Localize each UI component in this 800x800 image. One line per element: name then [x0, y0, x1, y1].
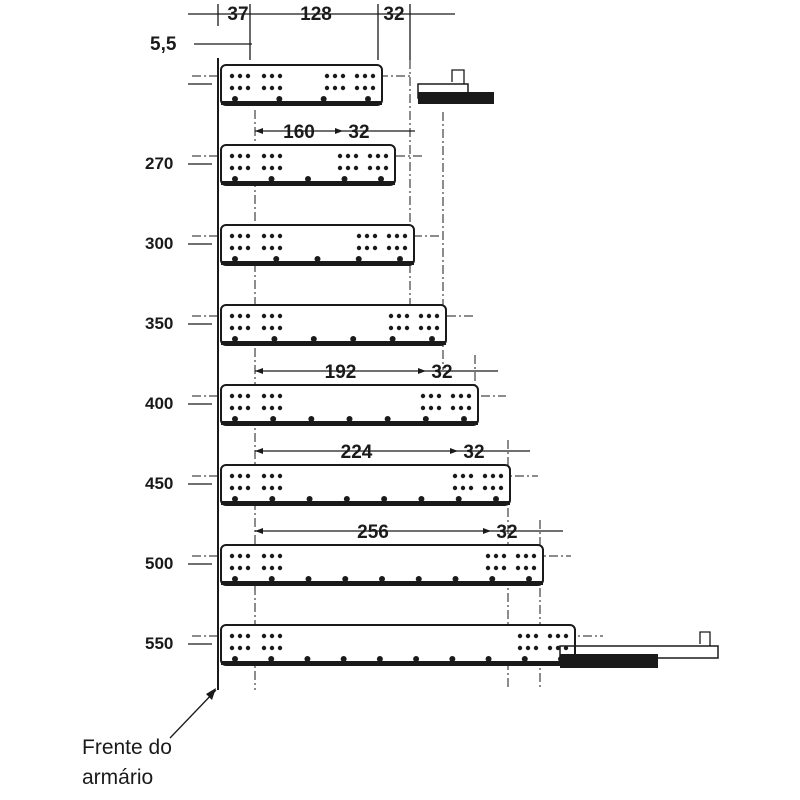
dimension-label-first: 37: [227, 4, 248, 25]
slide-row: 450 224 32: [145, 442, 538, 506]
slide-row: 350: [145, 304, 474, 346]
caption-line-1: Frente do: [82, 736, 172, 759]
slide-row: 270 160 32: [145, 122, 423, 186]
spacing-dimension-label: 224: [341, 442, 373, 463]
caption-line-2: armário: [82, 766, 153, 789]
top-dimension-chain: 37 128 32 5,5: [150, 4, 455, 60]
pitch-dimension-label: 32: [431, 362, 452, 383]
slide-rail: [220, 64, 383, 106]
row-length-label: 550: [145, 634, 173, 653]
slide-row: 300: [145, 224, 442, 266]
row-length-label: 450: [145, 474, 173, 493]
row-length-label: 300: [145, 234, 173, 253]
slide-row: 400 192 32: [145, 362, 506, 426]
slide-row: [188, 64, 410, 106]
pitch-dimension-label: 32: [496, 522, 517, 543]
row-length-label: 350: [145, 314, 173, 333]
front-leader-arrow: [169, 688, 217, 739]
row-length-label: 400: [145, 394, 173, 413]
slide-rows: 270 160 32 300 350 400 192 32 450 224 32 500 256 32 55…: [145, 64, 603, 666]
slide-row: 550: [145, 624, 603, 666]
slide-rail: [220, 464, 511, 506]
pitch-dimension-label: 32: [348, 122, 369, 143]
slide-row: 500 256 32: [145, 522, 571, 586]
slide-extension-top: [417, 69, 494, 104]
dimension-label-pitch: 32: [383, 4, 404, 25]
spacing-dimension-label: 256: [357, 522, 389, 543]
spacing-dimension-label: 160: [283, 122, 315, 143]
slide-extension-bottom: [559, 631, 719, 668]
dimension-label-offset: 5,5: [150, 34, 177, 55]
row-length-label: 270: [145, 154, 173, 173]
dimension-label-spacing: 128: [300, 4, 332, 25]
pitch-dimension-label: 32: [463, 442, 484, 463]
spacing-dimension-label: 192: [325, 362, 357, 383]
row-length-label: 500: [145, 554, 173, 573]
slide-rail: [220, 304, 447, 346]
